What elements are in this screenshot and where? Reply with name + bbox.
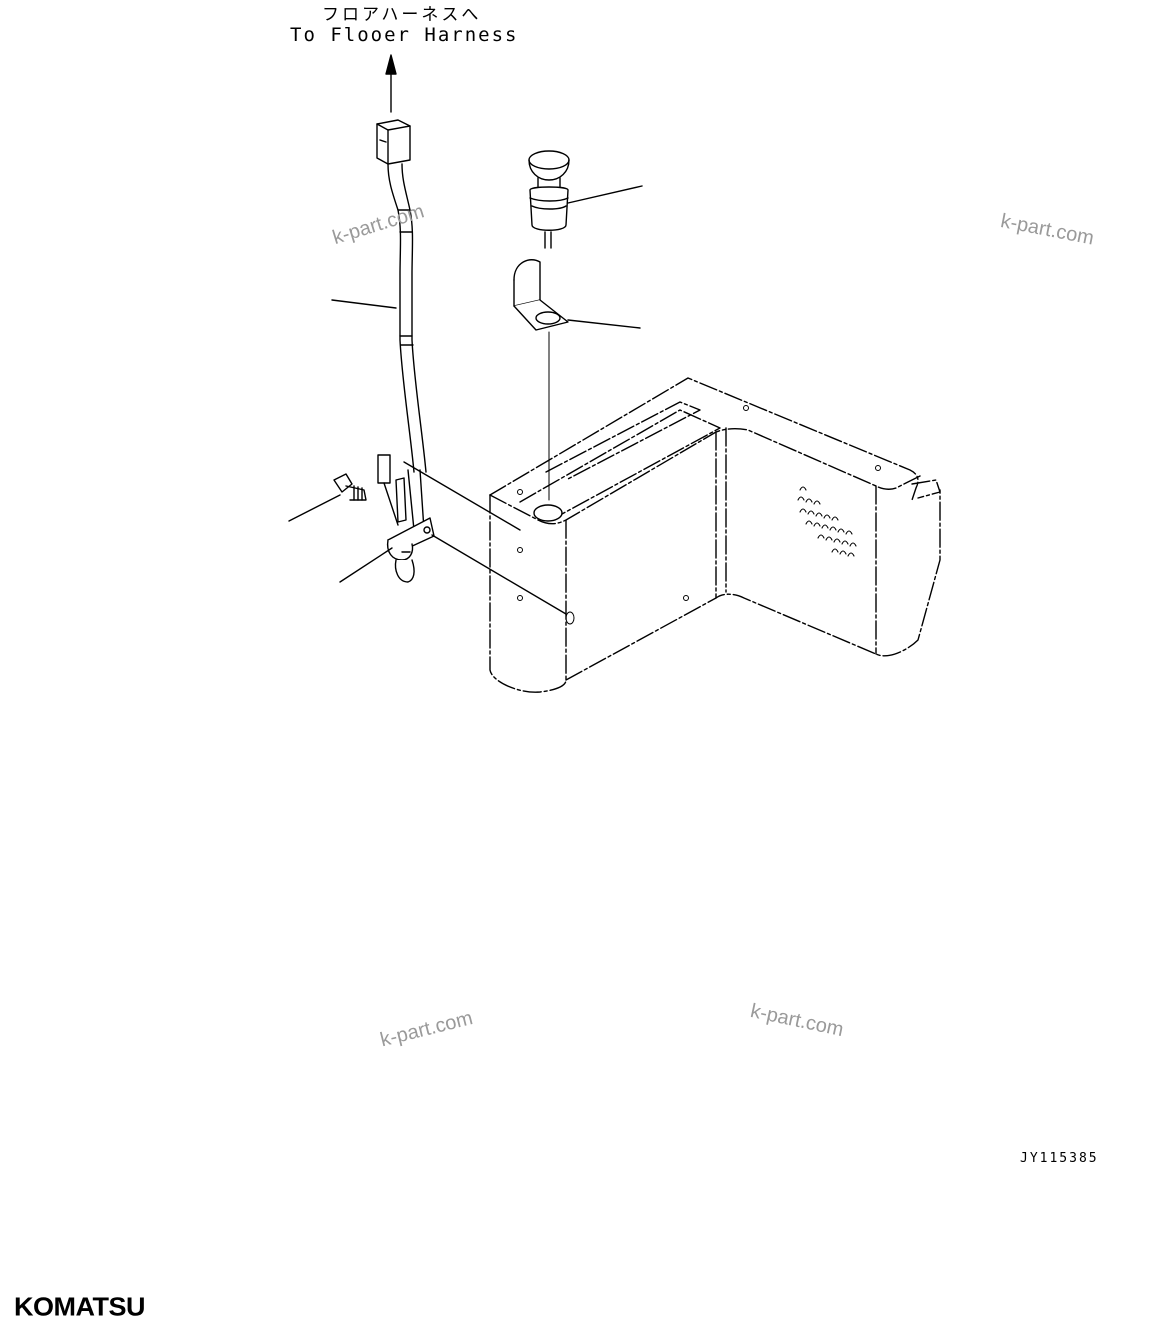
- leader-bolt: [288, 494, 341, 522]
- screw-holes: [517, 405, 881, 625]
- switch-bracket: [513, 259, 569, 331]
- bolt: [333, 473, 367, 501]
- mounting-panel: [489, 377, 941, 693]
- harness-clamp: [386, 517, 435, 583]
- komatsu-logo: KOMATSU: [14, 1292, 146, 1322]
- push-switch: [528, 150, 570, 249]
- vent-louvers: [797, 486, 857, 557]
- mounting-hole: [533, 504, 563, 522]
- guide-line: [403, 461, 521, 531]
- wire-harness: [387, 163, 427, 473]
- leader-harness: [331, 299, 397, 309]
- leader-bracket: [567, 319, 641, 329]
- harness-label-en: To Flooer Harness: [290, 24, 519, 46]
- direction-arrow: [385, 54, 397, 113]
- harness-connector-top: [376, 119, 411, 165]
- terminal-pins: [377, 454, 425, 531]
- drawing-number: JY115385: [1020, 1151, 1099, 1166]
- leader-clamp: [339, 547, 393, 583]
- guide-line: [431, 534, 567, 615]
- harness-label-jp: フロアハーネスへ: [322, 5, 482, 25]
- leader-switch: [567, 185, 643, 204]
